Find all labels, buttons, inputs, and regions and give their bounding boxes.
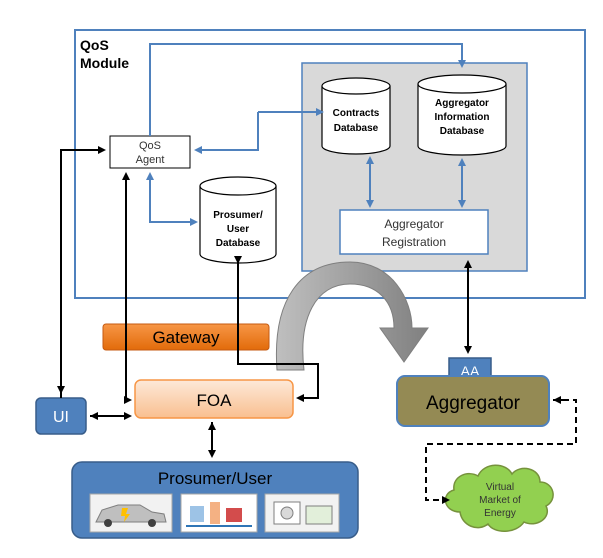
virtual-market-label: Virtual (486, 482, 514, 493)
aggregator-label: Aggregator (426, 393, 521, 414)
prosumer-user-database[interactable]: Prosumer/ User Database (199, 176, 277, 264)
prosumer-db-label-3: Database (216, 238, 261, 249)
electric-car-image (89, 493, 173, 533)
virtual-market-cloud[interactable]: Virtual Market of Energy (444, 464, 554, 532)
qos-internal-connectors (146, 43, 466, 226)
prosumer-db-label: Prosumer/ (213, 210, 263, 221)
aggregator-registration-box[interactable] (339, 209, 489, 255)
home-energy-image (180, 493, 258, 533)
qos-agent-label: QoS (139, 140, 161, 152)
virtual-market-label-3: Energy (484, 508, 516, 519)
registration-curved-arrow (275, 261, 429, 371)
foa-box[interactable] (134, 379, 294, 419)
foa-label: FOA (197, 391, 233, 410)
gateway-box[interactable] (102, 323, 270, 351)
aggregator-market-dashed-connector (425, 399, 577, 504)
gateway-label: Gateway (152, 328, 220, 347)
contracts-db-label: Contracts (333, 108, 380, 119)
aggregator-info-db-label-2: Information (435, 112, 490, 123)
contracts-database[interactable]: Contracts Database (321, 77, 391, 155)
prosumer-user-label: Prosumer/User (158, 469, 273, 488)
aggregator-info-db-label-3: Database (440, 126, 485, 137)
aggregator-information-database[interactable]: Aggregator Information Database (417, 74, 507, 156)
qos-module-title: QoS (80, 37, 109, 53)
aggregator-registration-label: Aggregator (384, 217, 443, 231)
aggregator-info-db-label: Aggregator (435, 98, 489, 109)
aggregator-box[interactable] (396, 375, 550, 427)
contracts-db-label-2: Database (334, 123, 379, 134)
prosumer-db-label-2: User (227, 224, 249, 235)
qos-agent-label-2: Agent (136, 154, 165, 166)
aggregator-registration-label-2: Registration (382, 235, 446, 249)
qos-module-title-2: Module (80, 55, 129, 71)
appliance-image (264, 493, 340, 533)
virtual-market-label-2: Market of (479, 495, 521, 506)
ui-label: UI (53, 409, 69, 426)
black-connectors (57, 146, 472, 458)
